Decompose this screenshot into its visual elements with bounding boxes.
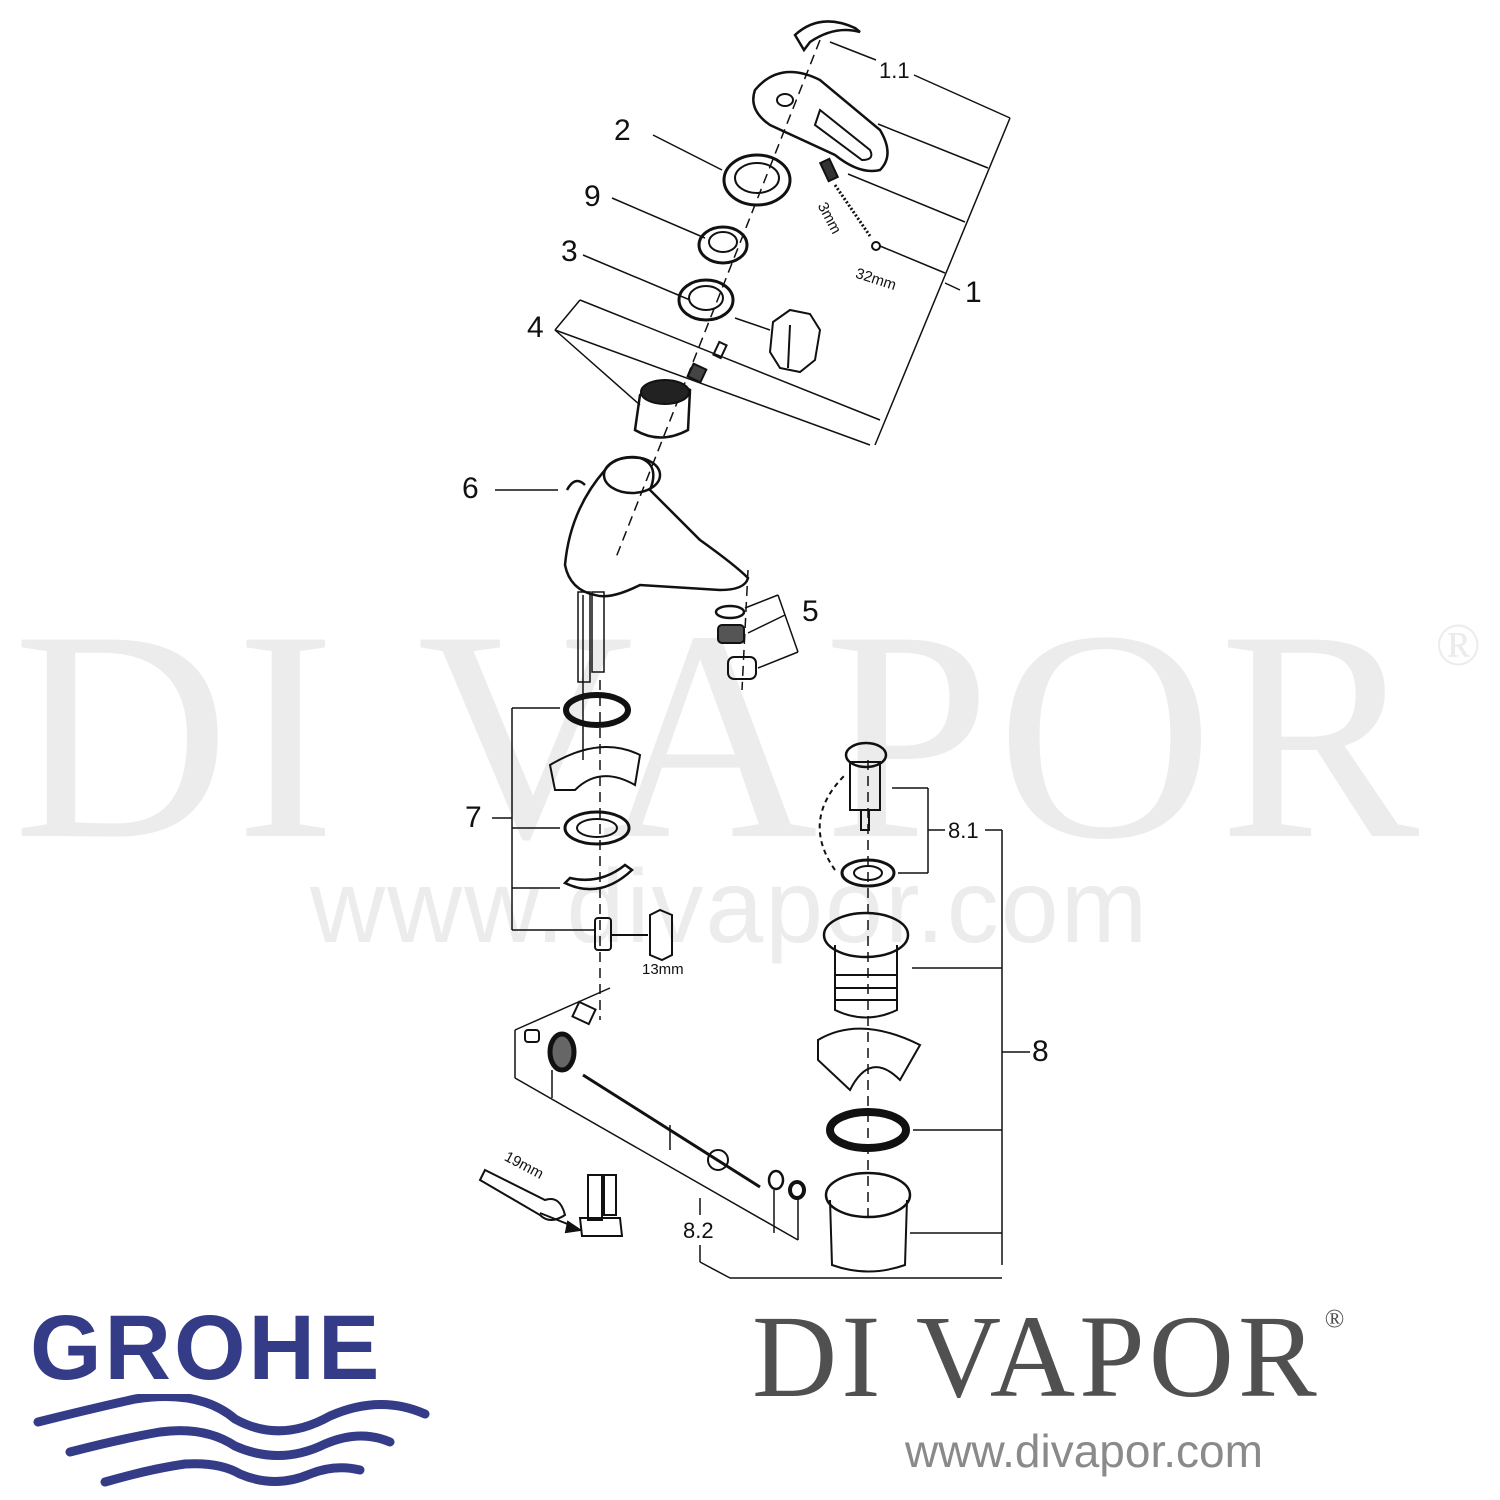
dimension-label-13mm: 13mm	[642, 961, 684, 978]
fixing-set-part	[548, 692, 673, 962]
cover-ring-part	[722, 153, 792, 207]
cartridge-screw-part	[686, 340, 728, 384]
lever-handle-part	[752, 70, 889, 251]
divapor-url: www.divapor.com	[905, 1425, 1263, 1477]
watermark-url: www.divapor.com	[310, 849, 1150, 965]
aerator-set-part	[714, 604, 757, 680]
part-label-2: 2	[614, 114, 631, 147]
watermark-registered-mark: ®	[1435, 612, 1487, 678]
leader-lines	[492, 41, 1030, 1279]
hex-socket-tool	[768, 308, 822, 374]
spanner-and-connector-tool	[478, 1168, 624, 1237]
grohe-wordmark: GROHE	[30, 1297, 383, 1399]
part-label-9: 9	[584, 180, 601, 213]
waste-body-part	[817, 911, 922, 1273]
grohe-logo: GROHE	[30, 1302, 440, 1499]
part-label-8: 8	[1032, 1035, 1049, 1068]
part-label-3: 3	[561, 235, 578, 268]
cartridge-part	[633, 379, 692, 439]
divapor-registered-mark: ®	[1324, 1304, 1349, 1333]
part-label-5: 5	[802, 595, 819, 628]
handle-cap-part	[793, 20, 861, 53]
part-label-8-1: 8.1	[948, 818, 979, 843]
assembly-axis-lines	[599, 39, 869, 1220]
part-label-6: 6	[462, 472, 479, 505]
divapor-logo: DI VAPOR®	[752, 1298, 1348, 1416]
part-label-8-2: 8.2	[683, 1218, 714, 1243]
part-label-1: 1	[965, 276, 982, 309]
divapor-wordmark: DI VAPOR	[752, 1291, 1321, 1422]
watermark-title-text: DI VAPOR	[13, 569, 1426, 901]
watermark-title: DI VAPOR®	[0, 585, 1500, 885]
label-crop-mask	[1046, 1000, 1500, 1120]
part-label-7: 7	[465, 801, 482, 834]
pop-up-rod-set-part	[524, 1000, 806, 1200]
part-label-4: 4	[527, 311, 544, 344]
tap-body-part	[563, 455, 750, 598]
cartridge-nut-part	[677, 278, 735, 322]
guide-part	[697, 225, 749, 265]
part-label-1-1: 1.1	[879, 58, 910, 83]
grohe-waves-icon	[33, 1392, 430, 1487]
pop-up-plug-part	[818, 741, 896, 888]
supply-hoses-part	[577, 591, 605, 760]
